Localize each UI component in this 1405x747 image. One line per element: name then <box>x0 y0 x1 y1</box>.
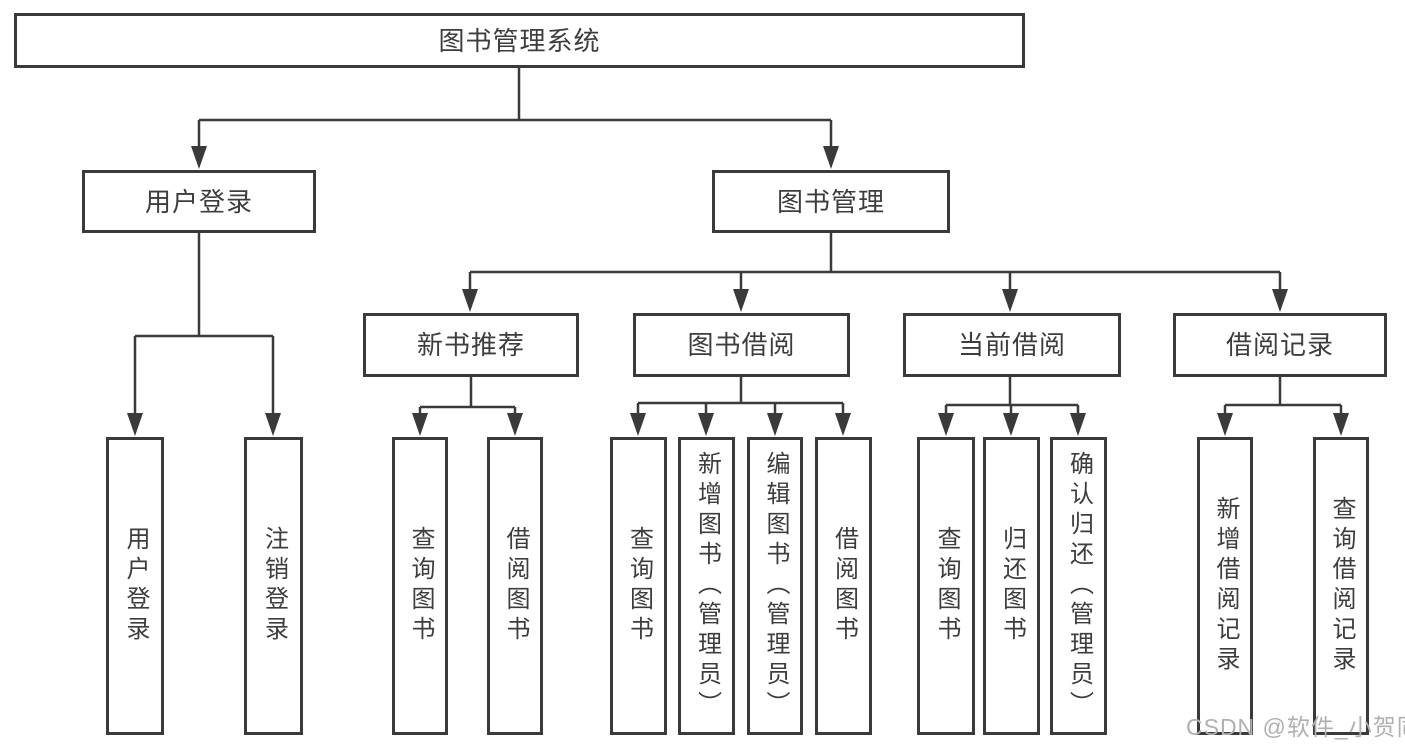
arrowhead <box>767 413 783 436</box>
leaf-user-login: 用户登录 <box>106 437 164 735</box>
arrowhead <box>938 413 954 436</box>
node-book-borrow: 图书借阅 <box>633 313 850 377</box>
node-current-borrow: 当前借阅 <box>903 313 1121 377</box>
connector-newrec-to-leaves <box>418 377 517 414</box>
arrowhead <box>835 413 851 436</box>
leaf-confirm-return-admin: 确认归还（管理员） <box>1050 437 1107 735</box>
connector-root-to-level2 <box>197 68 833 146</box>
node-borrow-records: 借阅记录 <box>1173 313 1387 377</box>
node-new-book-recommend: 新书推荐 <box>363 313 579 377</box>
connector-current-to-leaves <box>944 377 1080 414</box>
arrowhead <box>1070 413 1086 436</box>
node-root-system: 图书管理系统 <box>14 13 1025 68</box>
arrowhead <box>1333 413 1349 436</box>
connector-userlogin-to-leaves <box>133 233 275 414</box>
arrowhead <box>823 146 839 169</box>
leaf-edit-book-admin: 编辑图书（管理员） <box>747 437 803 735</box>
connector-borrow-to-leaves <box>636 377 845 414</box>
node-user-login: 用户登录 <box>82 170 316 233</box>
leaf-borrow-borrow-book: 借阅图书 <box>815 437 872 735</box>
arrowhead <box>1003 413 1019 436</box>
arrowhead <box>1217 413 1233 436</box>
arrowhead <box>1002 289 1018 312</box>
arrowhead <box>412 413 428 436</box>
arrowhead <box>698 413 714 436</box>
arrowhead <box>191 146 207 169</box>
arrowhead <box>127 413 143 436</box>
leaf-recommend-query-book: 查询图书 <box>392 437 448 735</box>
connector-bookmgmt-to-level3 <box>468 233 1282 290</box>
leaf-borrow-query-book: 查询图书 <box>610 437 667 735</box>
leaf-current-query-book: 查询图书 <box>917 437 975 735</box>
csdn-watermark: CSDN @软件_小贺同学 <box>1186 714 1405 740</box>
leaf-add-book-admin: 新增图书（管理员） <box>678 437 735 735</box>
arrowhead <box>1272 289 1288 312</box>
leaf-return-book: 归还图书 <box>983 437 1040 735</box>
leaf-query-borrow-record: 查询借阅记录 <box>1313 437 1369 735</box>
arrowhead <box>733 289 749 312</box>
connector-records-to-leaves <box>1223 377 1343 414</box>
arrowhead <box>462 289 478 312</box>
node-book-management: 图书管理 <box>712 170 950 233</box>
leaf-add-borrow-record: 新增借阅记录 <box>1197 437 1253 735</box>
arrowhead <box>507 413 523 436</box>
leaf-logout: 注销登录 <box>244 437 303 735</box>
arrowhead <box>630 413 646 436</box>
arrowhead <box>265 413 281 436</box>
leaf-recommend-borrow-book: 借阅图书 <box>487 437 543 735</box>
